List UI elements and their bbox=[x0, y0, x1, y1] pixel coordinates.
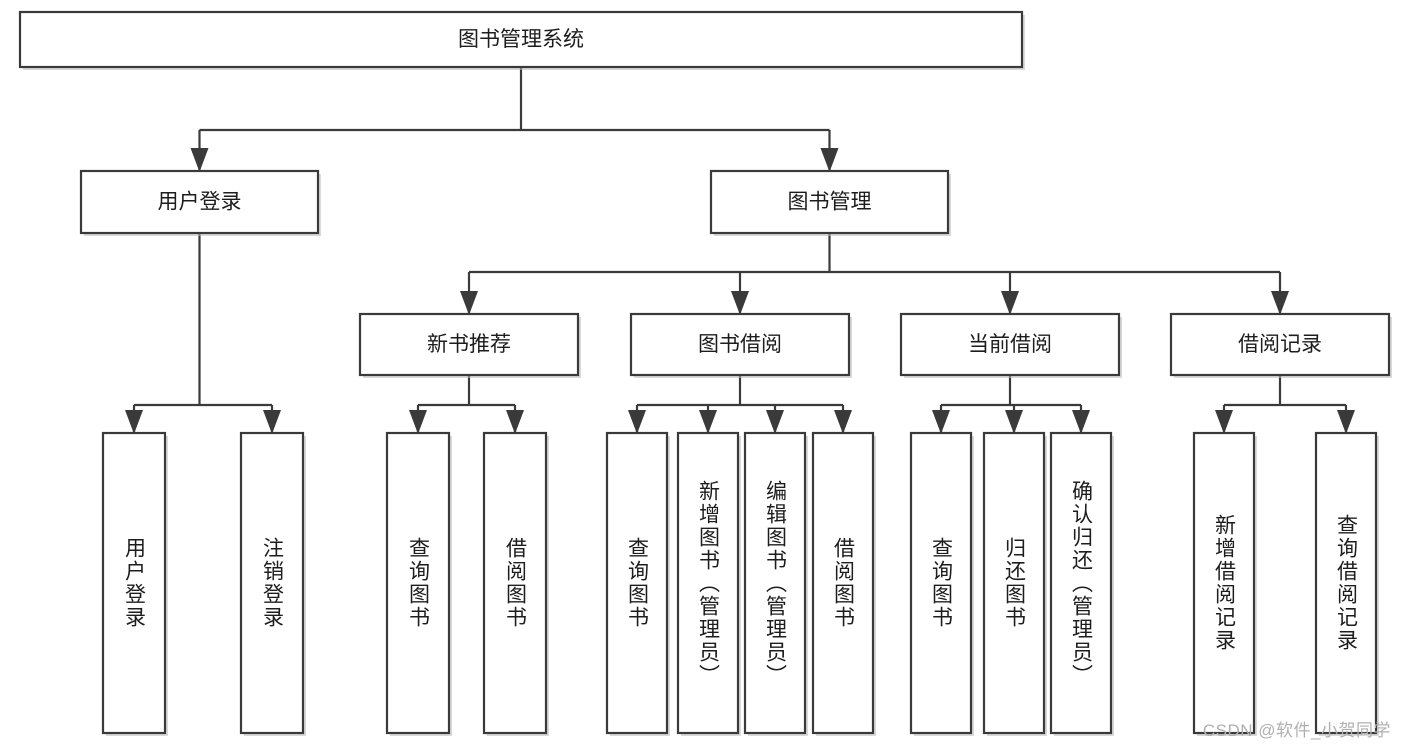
node-leaf-12[interactable] bbox=[1314, 431, 1379, 736]
leafgroup-2-arrow-1 bbox=[699, 410, 717, 434]
leafgroup-4-arrow-1 bbox=[1337, 410, 1355, 434]
node-level2-label-0: 用户登录 bbox=[158, 191, 242, 214]
node-leaf-2[interactable] bbox=[385, 431, 452, 736]
root-to-level2-arrow-0 bbox=[190, 148, 209, 172]
node-leaf-4[interactable] bbox=[605, 431, 670, 736]
leafgroup-0-arrow-0 bbox=[125, 410, 143, 434]
book-mgmt-to-level3-arrow-2 bbox=[1001, 291, 1019, 315]
node-root-图书管理系统[interactable] bbox=[18, 10, 1025, 70]
leafgroup-1-arrow-0 bbox=[409, 410, 427, 434]
node-level3-label-2: 当前借阅 bbox=[968, 333, 1052, 356]
leafgroup-3-arrow-2 bbox=[1072, 410, 1090, 434]
node-level2-1[interactable] bbox=[709, 169, 951, 236]
node-level3-label-1: 图书借阅 bbox=[698, 333, 782, 356]
node-leaf-9[interactable] bbox=[982, 431, 1047, 736]
node-level3-2[interactable] bbox=[899, 312, 1122, 378]
node-level2-label-1: 图书管理 bbox=[788, 191, 872, 214]
node-leaf-5[interactable] bbox=[676, 431, 741, 736]
node-box-layer bbox=[18, 10, 1392, 736]
leafgroup-1-arrow-1 bbox=[506, 410, 524, 434]
leafgroup-3-arrow-1 bbox=[1005, 410, 1023, 434]
leafgroup-3-arrow-0 bbox=[932, 410, 950, 434]
root-to-level2-arrow-1 bbox=[820, 148, 839, 172]
leafgroup-2-arrow-3 bbox=[834, 410, 852, 434]
node-leaf-6[interactable] bbox=[743, 431, 808, 736]
node-leaf-0[interactable] bbox=[101, 431, 168, 736]
book-mgmt-to-level3-arrow-1 bbox=[731, 291, 749, 315]
node-root-label: 图书管理系统 bbox=[458, 28, 584, 51]
node-level3-label-3: 借阅记录 bbox=[1238, 333, 1322, 356]
node-leaf-8[interactable] bbox=[909, 431, 974, 736]
book-mgmt-to-level3-arrow-3 bbox=[1271, 291, 1289, 315]
node-level2-0[interactable] bbox=[79, 169, 321, 236]
connector-layer bbox=[125, 67, 1355, 434]
node-leaf-3[interactable] bbox=[482, 431, 549, 736]
node-leaf-1[interactable] bbox=[239, 431, 306, 736]
leafgroup-4-arrow-0 bbox=[1215, 410, 1233, 434]
leafgroup-2-arrow-2 bbox=[766, 410, 784, 434]
leafgroup-2-arrow-0 bbox=[628, 410, 646, 434]
leafgroup-0-arrow-1 bbox=[263, 410, 281, 434]
node-leaf-11[interactable] bbox=[1192, 431, 1257, 736]
node-level3-0[interactable] bbox=[358, 312, 581, 378]
node-level3-3[interactable] bbox=[1169, 312, 1392, 378]
node-level3-1[interactable] bbox=[629, 312, 852, 378]
book-mgmt-to-level3-arrow-0 bbox=[460, 291, 478, 315]
node-leaf-7[interactable] bbox=[811, 431, 876, 736]
watermark-credit: CSDN @软件_小贺同学 bbox=[1202, 721, 1391, 740]
node-leaf-10[interactable] bbox=[1049, 431, 1114, 736]
node-level3-label-0: 新书推荐 bbox=[427, 333, 511, 356]
